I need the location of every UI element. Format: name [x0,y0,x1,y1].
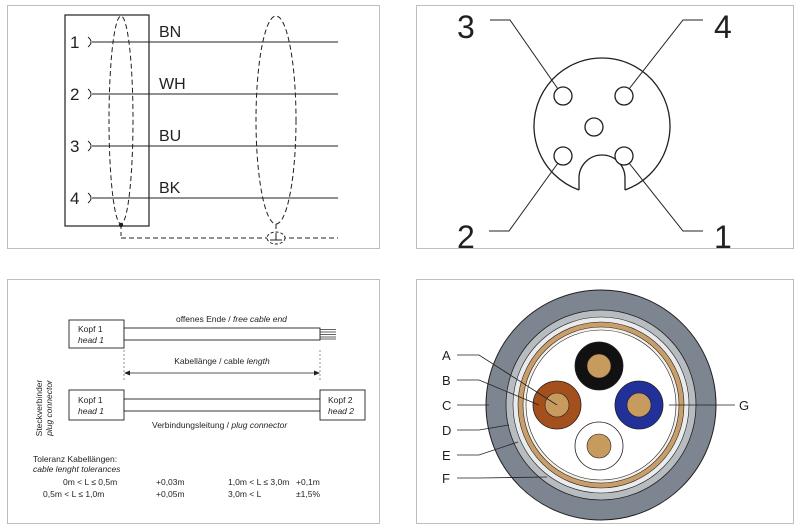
head1-box-top [68,319,125,349]
tolerance-value: ±1,5% [296,489,320,499]
conductor [586,433,612,459]
layer-label: E [442,448,451,463]
head2-label: Kopf 2 [328,395,353,405]
pin-number: 3 [70,137,79,156]
tolerance-range: 0m < L ≤ 0,5m [63,477,117,487]
wire-color-label: BU [159,128,181,145]
side-label: Steckverbinder plug connector [34,379,54,437]
pin-2-contact [87,88,92,100]
free-cable-end-title: offenes Ende / free cable end [176,314,287,324]
connector-face [533,57,671,191]
cable-length-panel: Steckverbinder plug connector offenes En… [7,279,380,524]
pin-3-socket [553,86,573,106]
pin-layout-panel: 3 4 2 1 [416,5,794,249]
pin-number: 4 [70,189,79,208]
tolerance-range: 1,0m < L ≤ 3,0m [228,477,289,487]
tolerance-value: +0,03m [156,477,185,487]
leader-f [457,476,548,479]
head1-label-italic: head 1 [78,335,104,345]
head1-box-bottom [68,389,125,421]
layer-label: G [739,398,749,413]
wiring-diagram: 1 2 3 4 BN WH BU BK [64,14,338,245]
pin-3-contact [87,140,92,152]
pin-4-socket [614,86,634,106]
cable-length-label: Kabellänge / cable length [174,356,270,366]
conductor [586,353,612,379]
pin-label: 2 [457,219,475,249]
pin-1-socket [614,146,634,166]
cable-cross-section-panel: A B C D E F G [416,279,794,524]
pin-1-leader [628,162,703,232]
tolerance-subtitle: cable lenght tolerances [33,464,121,474]
layer-label: B [442,373,451,388]
leader-a [457,354,558,406]
center-pin-socket [584,117,604,137]
cable-length-diagram: Steckverbinder plug connector offenes En… [33,314,366,499]
layer-label: F [442,471,450,486]
pin-label: 3 [457,9,475,45]
pin-label: 4 [714,9,732,45]
head1-label: Kopf 1 [78,395,103,405]
ground-symbol-icon [266,231,286,245]
pin-1-contact [87,36,92,48]
layer-label: A [442,348,451,363]
pin-number: 2 [70,85,79,104]
pin-layout-diagram: 3 4 2 1 [457,9,732,249]
wire-color-label: BK [159,180,181,197]
plug-connector-title: Verbindungsleitung / plug connector [152,420,288,430]
free-cable [123,327,321,341]
stripped-wire-ends [320,329,336,340]
svg-text:plug connector: plug connector [44,379,54,437]
svg-text:Steckverbinder: Steckverbinder [34,379,44,436]
wiring-diagram-panel: 1 2 3 4 BN WH BU BK [7,5,380,249]
pin-label: 1 [714,219,732,249]
pin-4-contact [87,192,92,204]
arrow-left-icon [124,370,130,376]
wire-color-label: BN [159,24,181,41]
pin-2-socket [553,146,573,166]
tolerance-range: 0,5m < L ≤ 1,0m [43,489,104,499]
shield-junction-dot [118,222,124,228]
tolerance-value: +0,05m [156,489,185,499]
pin-number: 1 [70,33,79,52]
cable-cross-section: A B C D E F G [442,289,749,521]
leader-e [457,441,519,456]
shield-ellipse-left [108,15,134,225]
pin-4-leader [628,19,703,90]
head1-label: Kopf 1 [78,324,103,334]
tolerance-title: Toleranz Kabellängen: [33,454,117,464]
layer-label: D [442,423,451,438]
connector-housing [64,14,150,227]
coding-key [578,154,626,190]
shield-ellipse-right [255,15,297,225]
tolerance-range: 3,0m < L [228,489,262,499]
plug-cable [123,398,321,412]
head2-label-italic: head 2 [328,406,354,416]
head1-label-italic: head 1 [78,406,104,416]
tolerance-value: +0,1m [296,477,320,487]
head2-box [319,389,366,421]
wire-color-label: WH [159,76,186,93]
conductor [626,392,652,418]
leader-d [457,424,510,431]
pin-2-leader [489,162,559,232]
leader-b [457,379,540,406]
layer-label: C [442,398,451,413]
arrow-right-icon [314,370,320,376]
pin-3-leader [490,19,559,90]
